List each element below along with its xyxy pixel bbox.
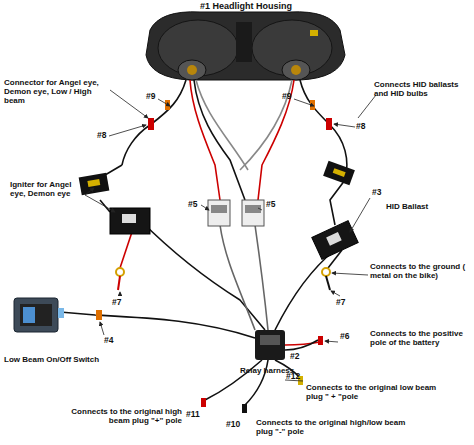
hid-ballast <box>110 208 358 259</box>
switch <box>14 298 64 332</box>
callout-number: #3 <box>372 188 381 198</box>
connector <box>96 310 102 320</box>
connector <box>148 118 154 130</box>
callout-text: Connects HID ballasts and HID bulbs <box>374 80 470 98</box>
callout-number: #9 <box>146 92 155 102</box>
callout-text: Connects to the original high/low beam p… <box>256 418 406 436</box>
callout-number: #10 <box>226 420 240 430</box>
callout-text: Connects to the original high beam plug … <box>70 407 182 425</box>
wires <box>60 80 347 405</box>
headlight-housing <box>146 12 345 80</box>
callout-number: #4 <box>104 336 113 346</box>
callout-text: HID Ballast <box>386 202 428 211</box>
relay <box>255 330 285 360</box>
plug-terminal <box>201 376 303 413</box>
callout-text: Low Beam On/Off Switch <box>4 355 99 364</box>
callout-text: Igniter for Angel eye, Demon eye <box>10 180 88 198</box>
ground-terminal <box>116 268 330 290</box>
canbus-module <box>208 200 264 226</box>
callout-number: #11 <box>186 410 200 420</box>
callout-number: #8 <box>97 131 106 141</box>
callout-number: #7 <box>112 298 121 308</box>
callout-number: #12 <box>286 372 300 382</box>
callout-number: #6 <box>340 332 349 342</box>
callout-number: #9 <box>282 92 291 102</box>
callout-text: Connects to the original low beam plug "… <box>306 383 446 401</box>
leader-lines <box>85 90 376 381</box>
callout-number: #2 <box>290 352 299 362</box>
callout-number: #5 <box>266 200 275 210</box>
callout-text: Connects to the ground ( metal on the bi… <box>370 262 470 280</box>
callout-text: Connects to the positive pole of the bat… <box>370 329 470 347</box>
connector <box>326 118 332 130</box>
callout-number: #8 <box>356 122 365 132</box>
callout-text: Connector for Angel eye, Demon eye, Low … <box>4 78 114 106</box>
callout-number: #7 <box>336 298 345 308</box>
callout-number: #5 <box>188 200 197 210</box>
battery-terminal <box>318 336 323 345</box>
callout-text: #1 Headlight Housing <box>200 1 292 11</box>
igniter <box>79 161 355 196</box>
